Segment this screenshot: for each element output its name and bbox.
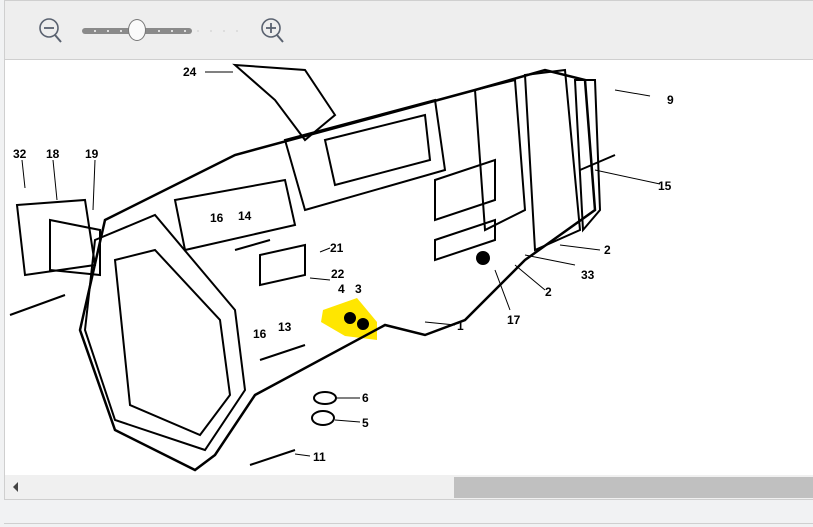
callout-22: 22 [331, 267, 345, 281]
footer-divider [4, 523, 813, 527]
callout-21: 21 [330, 241, 344, 255]
callout-2-right: 2 [604, 243, 611, 257]
callout-19: 19 [85, 147, 99, 161]
zoom-in-button[interactable] [257, 15, 289, 47]
callout-13: 13 [278, 320, 292, 334]
callout-24: 24 [183, 65, 197, 79]
callout-5: 5 [362, 416, 369, 430]
callout-6: 6 [362, 391, 369, 405]
callout-18: 18 [46, 147, 60, 161]
callout-14: 14 [238, 209, 252, 223]
callout-33: 33 [581, 268, 595, 282]
zoom-in-icon [261, 18, 284, 43]
zoom-slider[interactable] [82, 19, 238, 41]
diagram-viewport[interactable]: 24 9 32 18 19 15 16 14 21 2 33 22 4 3 17… [4, 60, 813, 475]
callout-2: 2 [545, 285, 552, 299]
zoom-out-button[interactable] [35, 15, 67, 47]
horizontal-scrollbar[interactable] [4, 475, 813, 500]
callout-9: 9 [667, 93, 674, 107]
callout-1: 1 [457, 319, 464, 333]
callout-17: 17 [507, 313, 521, 327]
callout-11-lower: 11 [313, 473, 326, 475]
callout-11: 11 [313, 450, 326, 464]
transmission-housing-diagram: 24 9 32 18 19 15 16 14 21 2 33 22 4 3 17… [9, 63, 674, 475]
zoom-toolbar [4, 0, 813, 60]
callout-16-lower: 16 [253, 327, 267, 341]
callout-16: 16 [210, 211, 224, 225]
callout-4: 4 [338, 282, 345, 296]
callout-15: 15 [658, 179, 672, 193]
zoom-out-icon [39, 18, 62, 43]
zoom-slider-thumb[interactable] [127, 19, 146, 41]
horizontal-scrollbar-thumb[interactable] [454, 477, 813, 498]
chevron-left-icon[interactable] [13, 482, 18, 492]
callout-32: 32 [13, 147, 27, 161]
callout-3: 3 [355, 282, 362, 296]
